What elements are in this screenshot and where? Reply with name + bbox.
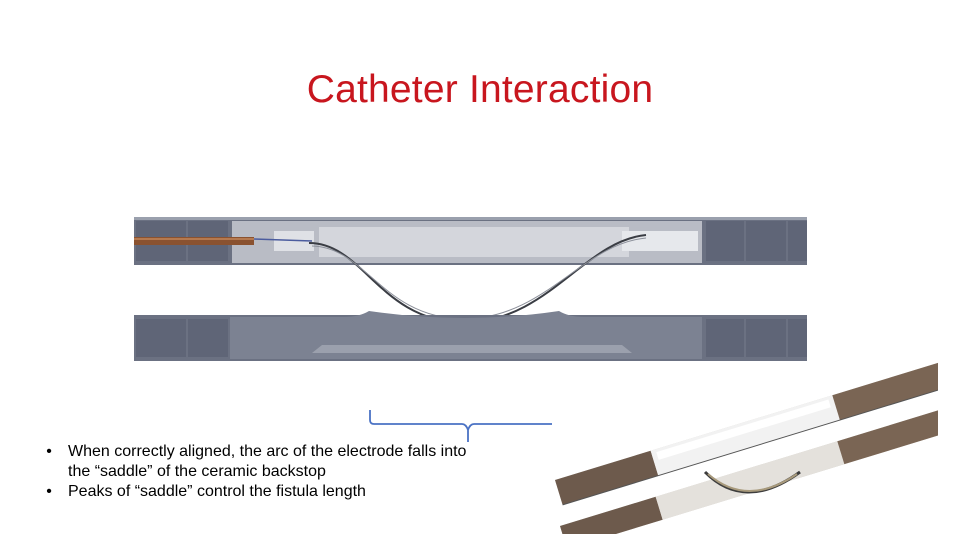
- catheter-render-image: [555, 362, 938, 534]
- lower-catheter: [134, 311, 807, 361]
- bullet-item: • Peaks of “saddle” control the fistula …: [30, 482, 470, 502]
- fistula-length-bracket: [369, 410, 552, 442]
- slide-title: Catheter Interaction: [306, 68, 654, 111]
- bullet-text: When correctly aligned, the arc of the e…: [68, 443, 467, 480]
- bullet-marker: •: [46, 443, 52, 460]
- bullet-text: Peaks of “saddle” control the fistula le…: [68, 483, 366, 500]
- bullet-marker: •: [46, 483, 52, 500]
- bullet-list: • When correctly aligned, the arc of the…: [30, 442, 470, 502]
- catheter-cross-section-diagram: [134, 217, 807, 361]
- bullet-item: • When correctly aligned, the arc of the…: [30, 442, 470, 482]
- upper-catheter: [134, 217, 807, 265]
